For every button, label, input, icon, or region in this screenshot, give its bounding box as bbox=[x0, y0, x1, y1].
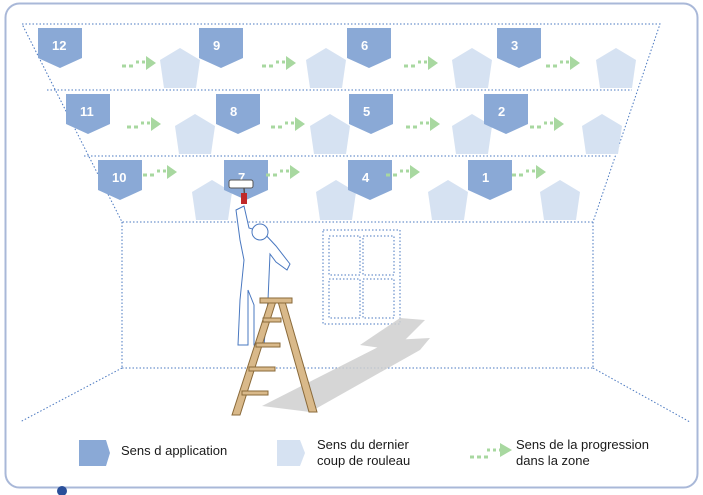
progression-arrow bbox=[271, 117, 305, 131]
last-stroke-tile bbox=[428, 180, 468, 220]
last-stroke-tiles bbox=[160, 48, 636, 220]
zone-number: 5 bbox=[363, 104, 370, 119]
last-stroke-tile bbox=[452, 48, 492, 88]
application-tile: 12 bbox=[38, 28, 82, 68]
legend-progression-label-2: dans la zone bbox=[516, 453, 590, 468]
application-tile: 3 bbox=[497, 28, 541, 68]
legend-last-stroke-icon bbox=[277, 440, 305, 466]
application-tile: 8 bbox=[216, 94, 260, 134]
application-tile-shape bbox=[216, 94, 260, 134]
progression-arrow bbox=[406, 117, 440, 131]
application-tile: 6 bbox=[347, 28, 391, 68]
progression-arrow bbox=[262, 56, 296, 70]
progression-arrow bbox=[266, 165, 300, 179]
legend-last-stroke-label-2: coup de rouleau bbox=[317, 453, 410, 468]
application-tile: 11 bbox=[66, 94, 110, 134]
progression-arrow bbox=[530, 117, 564, 131]
legend-application-icon bbox=[79, 440, 110, 466]
zone-number: 11 bbox=[80, 104, 94, 119]
application-tile: 5 bbox=[349, 94, 393, 134]
zone-number: 6 bbox=[361, 38, 368, 53]
progression-arrow bbox=[143, 165, 177, 179]
zone-number: 9 bbox=[213, 38, 220, 53]
progression-arrow bbox=[122, 56, 156, 70]
last-stroke-tile bbox=[582, 114, 622, 154]
zone-number: 8 bbox=[230, 104, 237, 119]
last-stroke-tile bbox=[596, 48, 636, 88]
last-stroke-tile bbox=[175, 114, 215, 154]
application-tile: 9 bbox=[199, 28, 243, 68]
progression-arrow bbox=[127, 117, 161, 131]
zone-number: 3 bbox=[511, 38, 518, 53]
zone-number: 2 bbox=[498, 104, 505, 119]
application-tile-shape bbox=[468, 160, 512, 200]
zone-number: 10 bbox=[112, 170, 126, 185]
zone-number: 1 bbox=[482, 170, 489, 185]
legend-application-label: Sens d application bbox=[121, 443, 227, 458]
application-tile-shape bbox=[497, 28, 541, 68]
zone-number: 4 bbox=[362, 170, 370, 185]
last-stroke-tile bbox=[306, 48, 346, 88]
application-tile: 10 bbox=[98, 160, 142, 200]
application-tile-shape bbox=[349, 94, 393, 134]
window bbox=[323, 230, 400, 324]
progression-arrow bbox=[404, 56, 438, 70]
last-stroke-tile bbox=[160, 48, 200, 88]
room-walls bbox=[20, 222, 690, 422]
application-tile-shape bbox=[347, 28, 391, 68]
last-stroke-tile bbox=[540, 180, 580, 220]
zone-number: 12 bbox=[52, 38, 66, 53]
frame-border bbox=[6, 4, 698, 488]
legend-last-stroke-label-1: Sens du dernier bbox=[317, 437, 409, 452]
application-tile-shape bbox=[199, 28, 243, 68]
legend-progression-icon bbox=[470, 443, 512, 457]
legend-progression-label-1: Sens de la progression bbox=[516, 437, 649, 452]
last-stroke-tile bbox=[310, 114, 350, 154]
progression-arrow bbox=[546, 56, 580, 70]
application-tile: 1 bbox=[468, 160, 512, 200]
progression-arrow bbox=[512, 165, 546, 179]
